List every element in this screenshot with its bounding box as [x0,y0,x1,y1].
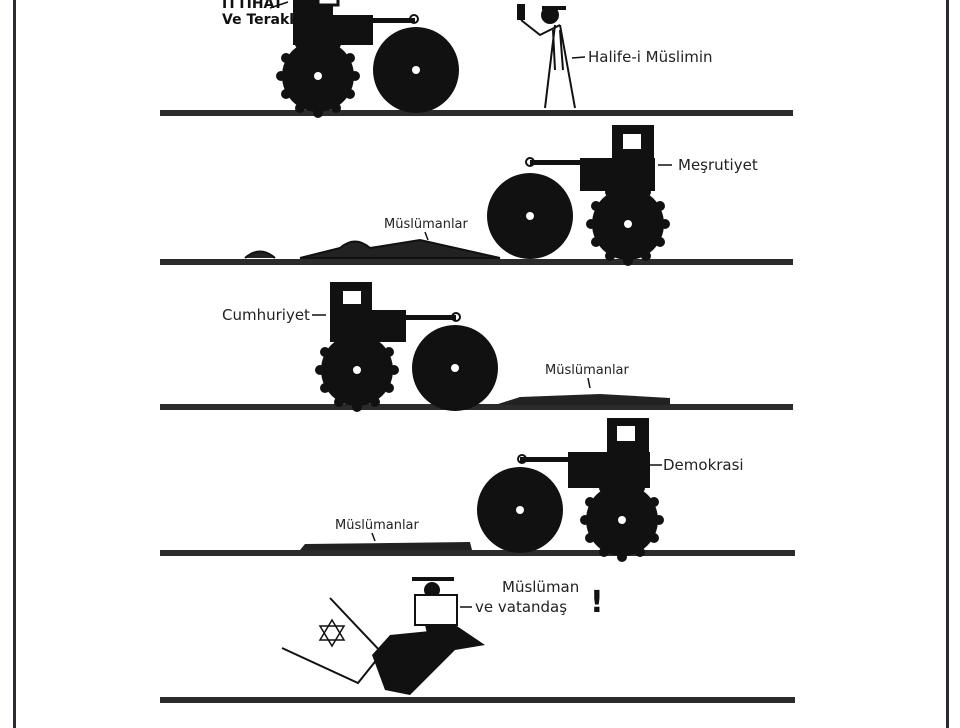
flag-star-of-david [281,597,384,685]
flattened-muslims-3 [300,542,472,550]
tractor-ittihat [276,0,459,118]
caliph-label: Halife-i Müslimin [588,48,713,66]
flattened-muslims-1 [244,238,501,259]
ground-line-4 [160,550,795,556]
ground-line-2 [160,259,793,265]
party-label-line1: İTTİHAT [222,0,283,12]
ground-line-1 [160,110,793,116]
arrow-icon [371,532,376,542]
muslims-label-4: Müslümanlar [335,518,420,533]
cumhuriyet-label: Cumhuriyet [222,306,310,324]
arrow-icon [587,377,591,389]
demokrasi-label: Demokrasi [663,456,744,474]
caliph-figure [517,4,576,109]
torn-shadow [372,620,485,695]
ground-line-3 [160,404,793,410]
party-label-line2: Ve Terakki [222,12,303,28]
tractor-demokrasi [477,418,664,562]
ground-line-5 [160,697,795,703]
citizen-label-line2: ve vatandaş [475,598,567,616]
tractor-cumhuriyet [315,282,498,412]
ground-lines [160,110,795,703]
citizen-label-line1: Müslüman [502,578,579,596]
arrow-icon [571,56,586,59]
page-frame [13,0,949,728]
muslims-label-3: Müslümanlar [545,363,630,378]
exclamation-mark: ! [590,585,604,620]
citizen-figure [412,577,458,655]
tractor-mesrutiyet [487,125,670,266]
mesrutiyet-label: Meşrutiyet [678,156,758,174]
arrow-icon [269,1,289,9]
flattened-muslims-2 [495,394,670,405]
muslims-label-2: Müslümanlar [384,217,469,232]
arrow-icon [424,231,429,241]
